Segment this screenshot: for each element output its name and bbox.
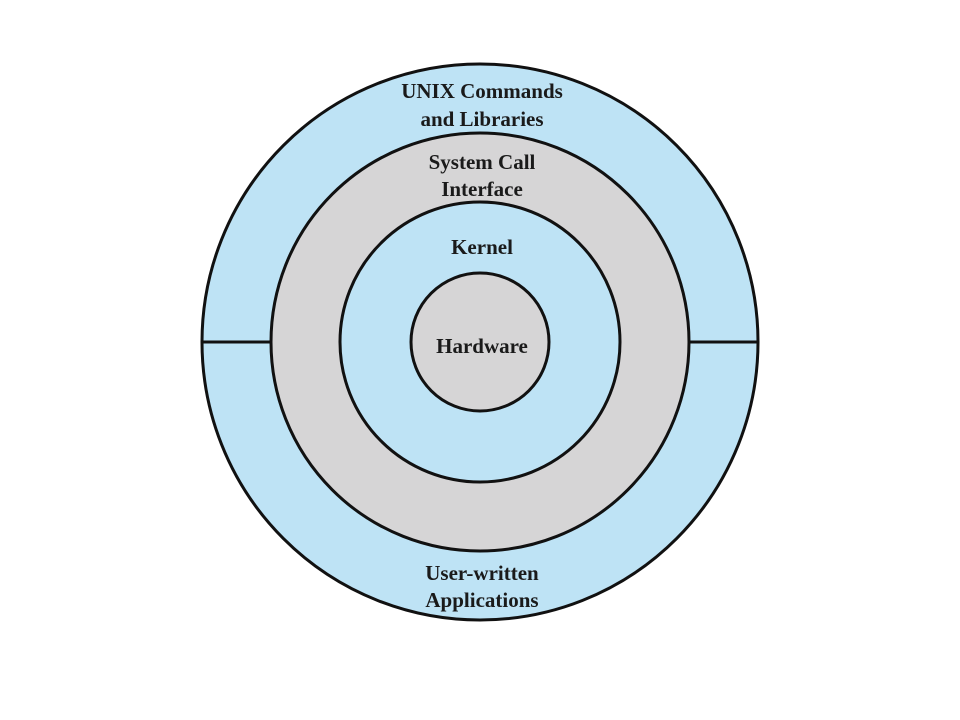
kernel-label: Kernel	[451, 235, 513, 259]
user-written-label-line1: User-written	[425, 561, 539, 585]
unix-commands-label-line1: UNIX Commands	[401, 79, 563, 103]
unix-commands-label-line2: and Libraries	[420, 107, 543, 131]
system-call-label-line2: Interface	[441, 177, 523, 201]
hardware-label: Hardware	[436, 334, 528, 358]
hardware-core	[409, 271, 551, 413]
user-written-label-line2: Applications	[425, 588, 538, 612]
system-call-label-line1: System Call	[429, 150, 536, 174]
